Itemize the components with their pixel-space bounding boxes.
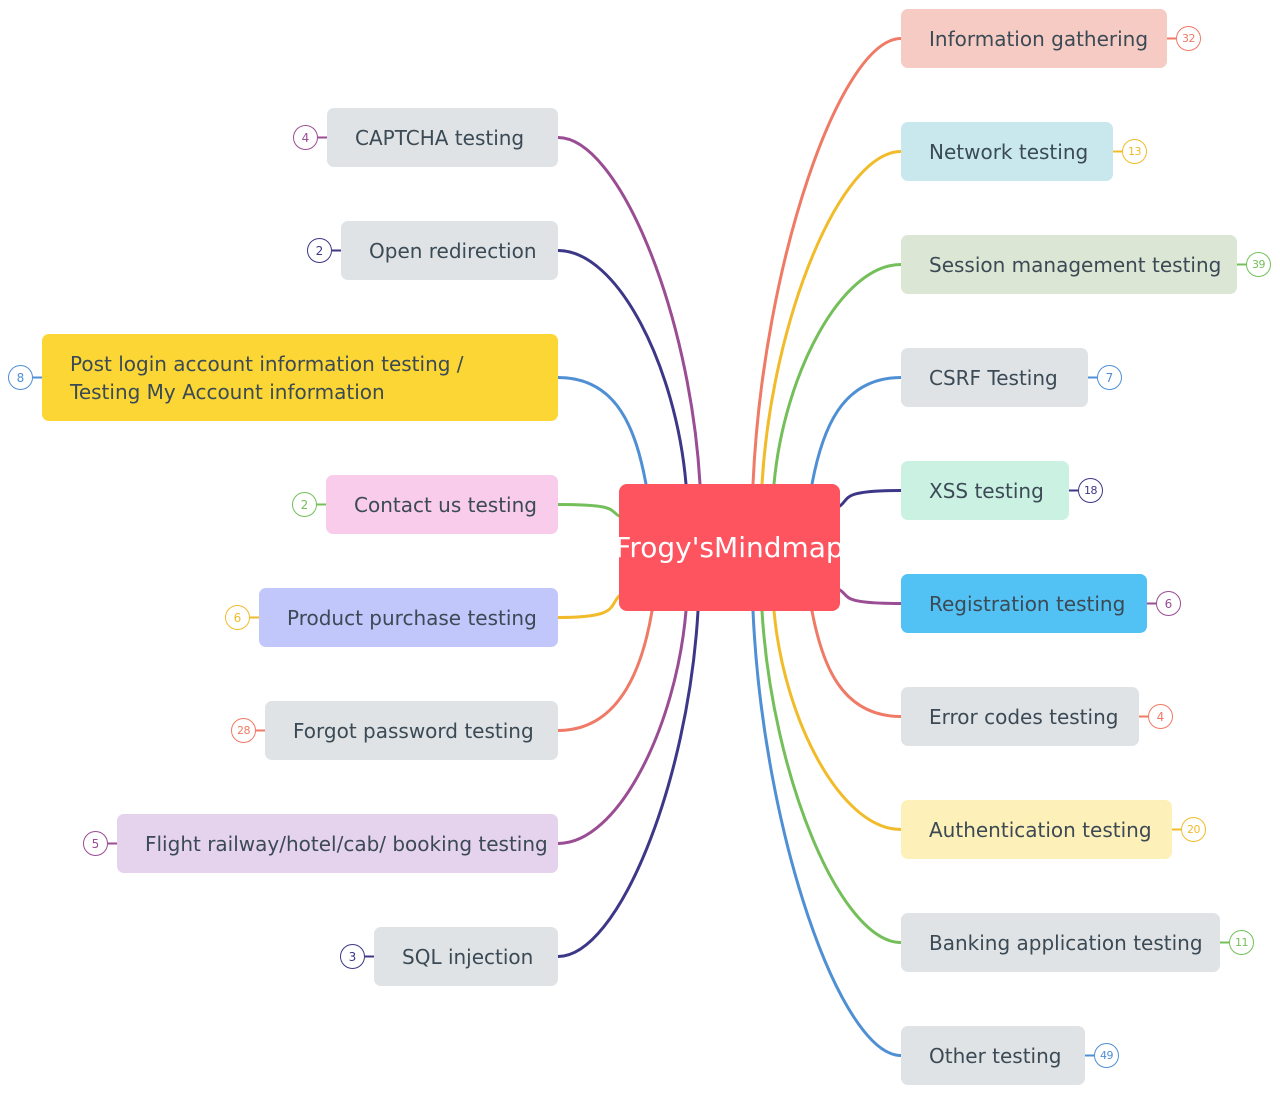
topic-label: Session management testing (929, 252, 1222, 277)
count-badge[interactable]: 2 (307, 238, 332, 263)
topic-label: Information gathering (929, 26, 1149, 51)
connector-authentication-testing (772, 609, 903, 831)
topic-captcha-testing[interactable]: CAPTCHA testing (327, 108, 558, 167)
topic-forgot-password-testing[interactable]: Forgot password testing (265, 701, 558, 760)
connector-open-redirection (556, 249, 688, 486)
count-badge[interactable]: 28 (231, 718, 256, 743)
central-topic-word: Mindmap (714, 530, 844, 564)
topic-label: SQL injection (402, 944, 534, 969)
topic-label: Flight railway/hotel/cab/ booking testin… (145, 831, 548, 856)
connector-forgot-password-testing (556, 609, 654, 732)
topic-registration-testing[interactable]: Registration testing (901, 574, 1147, 633)
count-badge[interactable]: 2 (292, 492, 317, 517)
count-badge[interactable]: 7 (1097, 365, 1122, 390)
topic-network-testing[interactable]: Network testing (901, 122, 1113, 181)
topic-flight-railway-hotel-cab-booking-testing[interactable]: Flight railway/hotel/cab/ booking testin… (117, 814, 558, 873)
topic-contact-us-testing[interactable]: Contact us testing (326, 475, 558, 534)
topic-label: Authentication testing (929, 817, 1152, 842)
connector-flight-railway-hotel-cab-booking-testing (556, 609, 688, 845)
connector-xss-testing (838, 489, 903, 508)
topic-banking-application-testing[interactable]: Banking application testing (901, 913, 1220, 972)
connector-captcha-testing (556, 136, 702, 486)
count-badge[interactable]: 13 (1122, 139, 1147, 164)
count-badge[interactable]: 18 (1078, 478, 1103, 503)
connector-post-login-account-information-testing-t (556, 376, 648, 486)
connector-product-purchase-testing (556, 594, 621, 619)
connector-other-testing (751, 609, 903, 1057)
topic-label: Network testing (929, 139, 1089, 164)
count-badge[interactable]: 49 (1094, 1043, 1119, 1068)
connector-registration-testing (838, 588, 903, 605)
topic-sql-injection[interactable]: SQL injection (374, 927, 558, 986)
topic-label: XSS testing (929, 478, 1044, 503)
topic-label: Post login account information testing /… (70, 351, 464, 404)
count-badge[interactable]: 20 (1181, 817, 1206, 842)
connector-csrf-testing (810, 376, 903, 486)
topic-xss-testing[interactable]: XSS testing (901, 461, 1069, 520)
topic-post-login-account-information-testing-t[interactable]: Post login account information testing /… (42, 334, 558, 421)
count-badge[interactable]: 8 (8, 365, 33, 390)
topic-label: Registration testing (929, 591, 1126, 616)
count-badge[interactable]: 11 (1229, 930, 1254, 955)
topic-label: Forgot password testing (293, 718, 534, 743)
count-badge[interactable]: 4 (1148, 704, 1173, 729)
topic-label: CAPTCHA testing (355, 125, 525, 150)
topic-product-purchase-testing[interactable]: Product purchase testing (259, 588, 558, 647)
topic-session-management-testing[interactable]: Session management testing (901, 235, 1237, 294)
count-badge[interactable]: 3 (340, 944, 365, 969)
count-badge[interactable]: 6 (1156, 591, 1181, 616)
connector-sql-injection (556, 609, 700, 958)
topic-label: Banking application testing (929, 930, 1203, 955)
count-badge[interactable]: 5 (83, 831, 108, 856)
connector-error-codes-testing (810, 609, 903, 718)
topic-authentication-testing[interactable]: Authentication testing (901, 800, 1172, 859)
topic-other-testing[interactable]: Other testing (901, 1026, 1085, 1085)
connector-session-management-testing (772, 263, 903, 486)
topic-error-codes-testing[interactable]: Error codes testing (901, 687, 1139, 746)
count-badge[interactable]: 4 (293, 125, 318, 150)
connector-information-gathering (751, 37, 903, 486)
count-badge[interactable]: 32 (1176, 26, 1201, 51)
topic-label: CSRF Testing (929, 365, 1058, 390)
connector-banking-application-testing (760, 609, 903, 944)
topic-label: Error codes testing (929, 704, 1119, 729)
connector-network-testing (760, 150, 903, 486)
topic-csrf-testing[interactable]: CSRF Testing (901, 348, 1088, 407)
topic-information-gathering[interactable]: Information gathering (901, 9, 1167, 68)
count-badge[interactable]: 6 (225, 605, 250, 630)
count-badge[interactable]: 39 (1246, 252, 1271, 277)
topic-label: Open redirection (369, 238, 537, 263)
central-topic-word: Frogy's (615, 530, 715, 564)
topic-label: Other testing (929, 1043, 1062, 1068)
topic-label: Contact us testing (354, 492, 537, 517)
topic-label: Product purchase testing (287, 605, 537, 630)
connector-contact-us-testing (556, 503, 621, 518)
topic-open-redirection[interactable]: Open redirection (341, 221, 558, 280)
